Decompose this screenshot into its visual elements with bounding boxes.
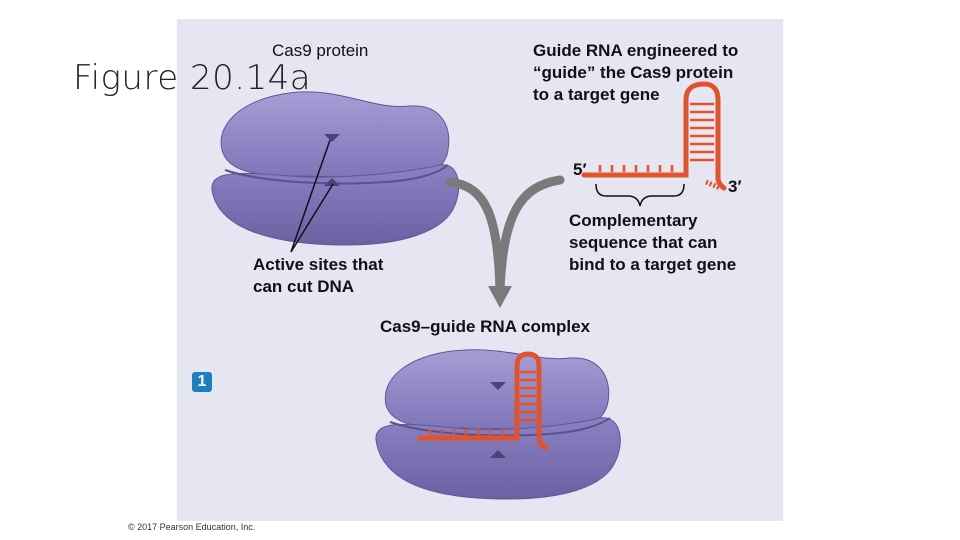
active-site-pointers xyxy=(290,139,334,253)
active-sites-label-line-2: can cut DNA xyxy=(253,277,355,296)
guide-rna-label-line-2: “guide” the Cas9 protein xyxy=(533,63,734,82)
complex-label: Cas9–guide RNA complex xyxy=(380,317,591,336)
cas9-protein-top xyxy=(211,91,460,246)
guide-rna-label: Guide RNA engineered to “guide” the Cas9… xyxy=(533,40,738,106)
slide-title: Figure 20.14a xyxy=(73,58,312,98)
complementary-bracket xyxy=(595,183,685,207)
guide-rna xyxy=(581,81,727,191)
guide-rna-label-line-1: Guide RNA engineered to xyxy=(533,41,739,60)
step-number-badge: 1 xyxy=(192,372,212,392)
guide-rna-label-line-3: to a target gene xyxy=(533,85,660,104)
complementary-label-line-2: sequence that can xyxy=(569,233,718,252)
guide-rna-complex xyxy=(417,351,549,451)
cas9-protein-label: Cas9 protein xyxy=(272,41,369,60)
active-site-bottom xyxy=(324,178,340,186)
three-prime-label: 3′ xyxy=(728,177,742,196)
cas9-protein-bottom xyxy=(375,349,621,500)
copyright-notice: © 2017 Pearson Education, Inc. xyxy=(128,522,256,532)
complementary-label-line-1: Complementary xyxy=(569,211,698,230)
merge-arrowhead xyxy=(488,286,512,308)
complementary-sequence-label: Complementary sequence that can bind to … xyxy=(569,210,736,276)
active-site-top xyxy=(324,134,340,142)
active-sites-label-line-1: Active sites that xyxy=(253,255,384,274)
merge-arrow xyxy=(445,175,565,295)
active-sites-label: Active sites that can cut DNA xyxy=(253,254,383,298)
complementary-label-line-3: bind to a target gene xyxy=(569,255,737,274)
five-prime-label: 5′ xyxy=(573,160,587,179)
